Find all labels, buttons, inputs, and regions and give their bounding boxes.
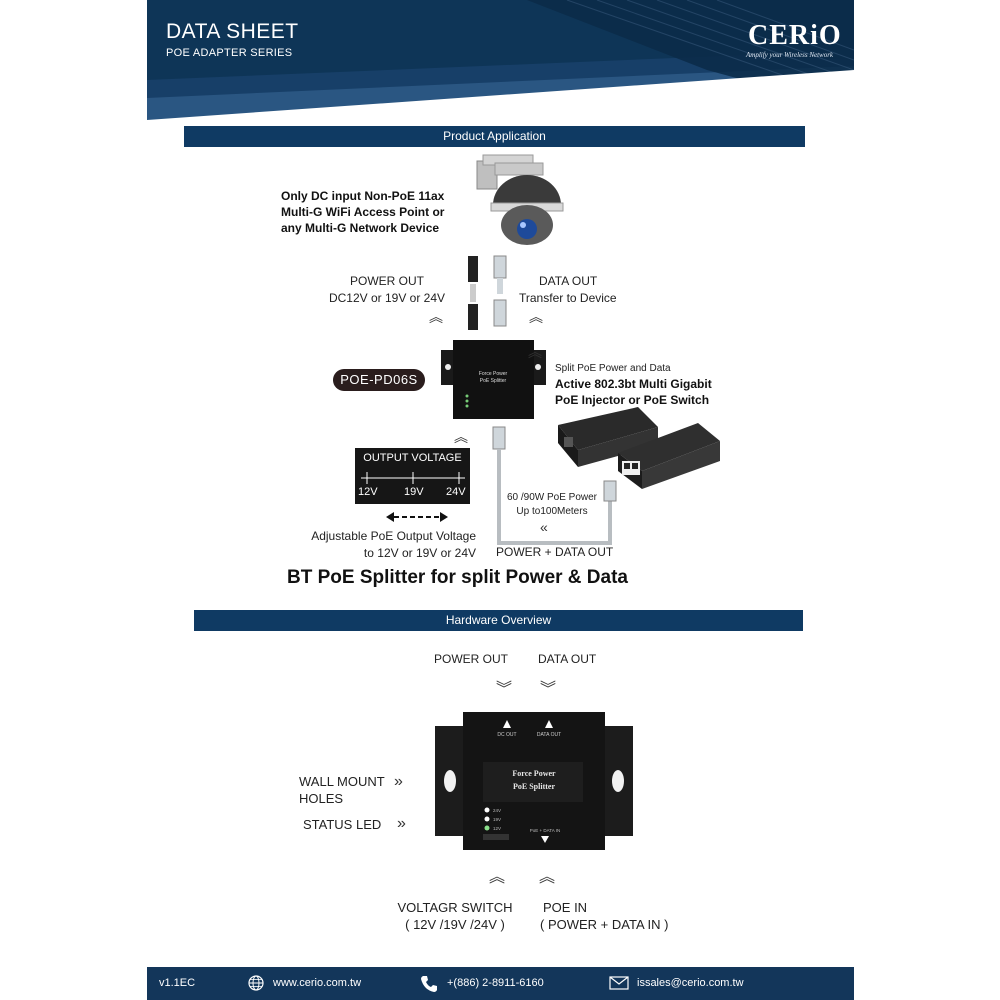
adjustable-line: to 12V or 19V or 24V xyxy=(363,546,476,560)
poe-splitter-device-large: DC OUT DATA OUT Force Power PoE Splitter… xyxy=(435,712,633,850)
data-out-title: DATA OUT xyxy=(539,274,598,288)
wall-mount-line: HOLES xyxy=(299,791,344,806)
section-bar-hardware-overview: Hardware Overview xyxy=(194,610,803,631)
globe-icon xyxy=(248,975,264,991)
output-voltage-title: OUTPUT VOLTAGE xyxy=(363,452,462,464)
adjustable-line: Adjustable PoE Output Voltage xyxy=(311,529,476,543)
poe-cable-icon xyxy=(492,426,617,545)
chevron-right-icon: » xyxy=(397,815,406,832)
device-subtitle-line: PoE Splitter xyxy=(513,782,555,791)
phone-number[interactable]: +(886) 2-8911-6160 xyxy=(447,977,544,989)
email-icon xyxy=(609,976,629,990)
splitter-small-subtitle: PoE Splitter xyxy=(480,378,507,384)
power-data-out-label: POWER + DATA OUT xyxy=(496,545,614,559)
device-line: Only DC input Non-PoE 11ax xyxy=(281,189,445,203)
section-bar-product-application: Product Application xyxy=(184,126,805,147)
device-line: any Multi-G Network Device xyxy=(281,221,440,235)
chevron-down-icon: ︾ xyxy=(496,681,513,698)
poe-power-line: Up to100Meters xyxy=(516,506,588,517)
device-description: Only DC input Non-PoE 11ax Multi-G WiFi … xyxy=(281,188,444,236)
poe-in-port-label: PoE + DATA IN xyxy=(530,828,560,833)
dc-out-port-label: DC OUT xyxy=(497,732,516,738)
wall-mount-label: WALL MOUNT HOLES xyxy=(299,773,385,807)
chevron-left-icon: « xyxy=(540,519,548,535)
device-line: Multi-G WiFi Access Point or xyxy=(281,205,445,219)
chevron-up-icon: ︽ xyxy=(529,309,543,325)
status-led-label: STATUS LED xyxy=(303,817,382,832)
poe-power-line: 60 /90W PoE Power xyxy=(506,492,598,503)
section-headline: BT PoE Splitter for split Power & Data xyxy=(287,567,628,588)
voltage-switch-line: VOLTAGR SWITCH xyxy=(397,900,513,915)
injector-line: Split PoE Power and Data xyxy=(555,363,671,374)
poe-in-line: POE IN xyxy=(543,900,588,915)
dome-camera-icon xyxy=(476,154,564,245)
voltage-switch-line: ( 12V /19V /24V ) xyxy=(405,917,505,932)
page-subtitle: POE ADAPTER SERIES xyxy=(166,47,293,59)
brand-tagline: Amplify your Wireless Network xyxy=(746,51,834,59)
chevron-up-icon: ︽ xyxy=(539,869,556,886)
website-link[interactable]: www.cerio.com.tw xyxy=(273,977,362,989)
chevron-up-icon: ︽ xyxy=(454,429,468,445)
injector-line: PoE Injector or PoE Switch xyxy=(555,393,710,407)
footer: v1.1EC www.cerio.com.tw +(886) 2-8911-61… xyxy=(147,967,854,1000)
poe-injector-icon xyxy=(558,407,720,489)
voltage-option: 19V xyxy=(404,486,424,498)
poe-in-line: ( POWER + DATA IN ) xyxy=(540,917,669,932)
power-out-label: POWER OUT DC12V or 19V or 24V xyxy=(320,273,454,307)
wall-mount-line: WALL MOUNT xyxy=(299,774,385,789)
data-out-port-label: DATA OUT xyxy=(537,732,561,738)
chevron-up-icon: ︽ xyxy=(528,344,542,360)
led-label: 24V xyxy=(493,808,501,813)
adjustable-voltage-label: Adjustable PoE Output Voltage to 12V or … xyxy=(300,528,476,562)
data-out-label: DATA OUT Transfer to Device xyxy=(519,273,617,307)
header-banner xyxy=(147,0,854,125)
voltage-scale-icon xyxy=(361,472,465,484)
poe-in-label: POE IN ( POWER + DATA IN ) xyxy=(540,899,668,933)
chevron-up-icon: ︽ xyxy=(429,309,443,325)
chevron-down-icon: ︾ xyxy=(540,681,557,698)
splitter-small-title: Force Power xyxy=(479,371,508,377)
chevron-right-icon: » xyxy=(394,773,403,790)
email-link[interactable]: issales@cerio.com.tw xyxy=(637,977,744,989)
voltage-switch-label: VOLTAGR SWITCH ( 12V /19V /24V ) xyxy=(390,899,520,933)
cable-connectors-icon xyxy=(468,255,507,330)
injector-line: Active 802.3bt Multi Gigabit xyxy=(555,377,712,391)
page-title: DATA SHEET xyxy=(166,20,299,43)
chevron-up-icon: ︽ xyxy=(489,869,506,886)
power-out-title: POWER OUT xyxy=(350,274,424,288)
voltage-option: 12V xyxy=(358,486,378,498)
output-voltage-panel: OUTPUT VOLTAGE 12V 19V 24V xyxy=(355,448,470,504)
device-title-line: Force Power xyxy=(512,769,556,778)
phone-icon xyxy=(421,976,437,992)
power-out-voltage: DC12V or 19V or 24V xyxy=(328,291,446,305)
led-label: 19V xyxy=(493,817,501,822)
data-out-desc: Transfer to Device xyxy=(519,291,617,305)
hw-data-out-label: DATA OUT xyxy=(538,652,597,666)
voltage-option: 24V xyxy=(446,486,466,498)
double-arrow-icon xyxy=(386,512,448,522)
brand-logo: CERiO xyxy=(748,20,842,51)
version-label: v1.1EC xyxy=(159,977,196,989)
poe-splitter-device-small: Force Power PoE Splitter xyxy=(441,340,546,419)
poe-power-label: 60 /90W PoE Power Up to100Meters xyxy=(502,491,602,519)
led-label: 12V xyxy=(493,826,501,831)
model-badge: POE-PD06S xyxy=(333,369,425,391)
injector-description: Split PoE Power and Data Active 802.3bt … xyxy=(555,362,712,408)
hw-power-out-label: POWER OUT xyxy=(434,652,508,666)
